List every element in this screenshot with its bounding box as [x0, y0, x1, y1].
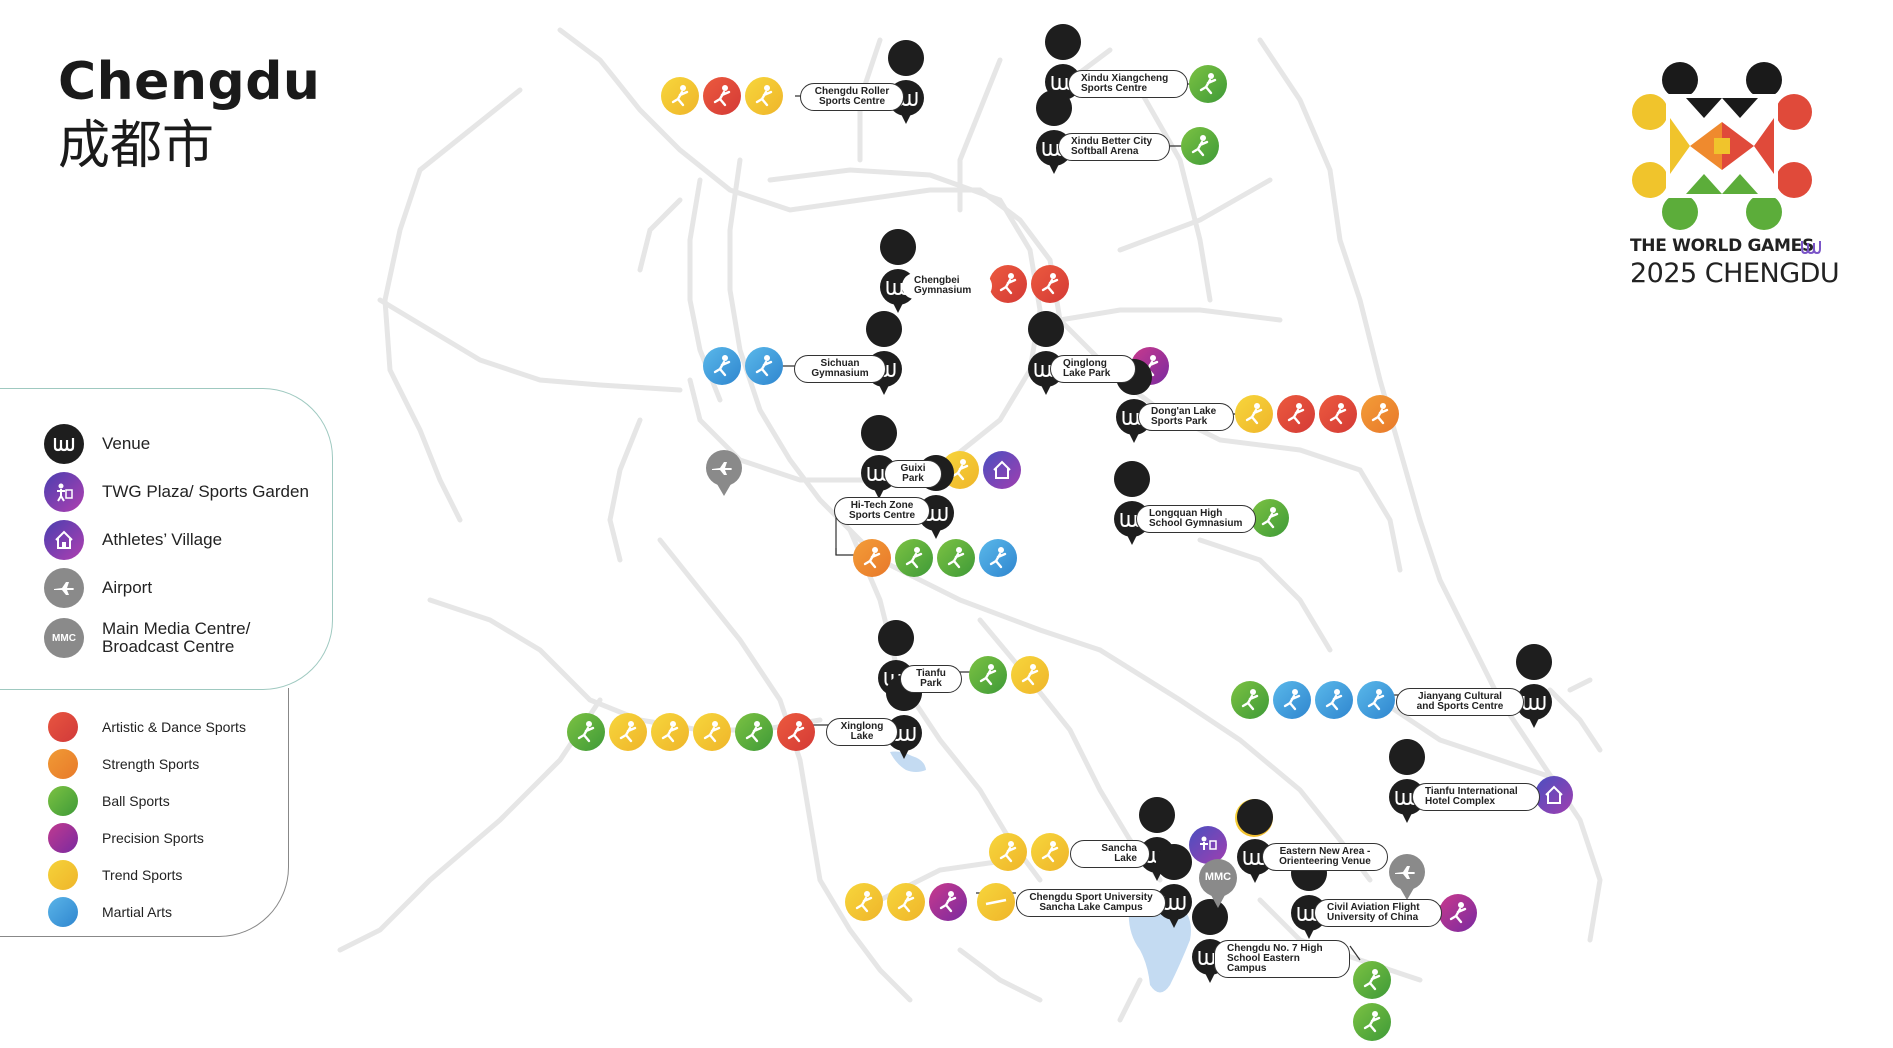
venue-label-tianfu-park[interactable]: Tianfu Park	[900, 665, 962, 693]
category-item: Ball Sports	[48, 786, 170, 816]
legend-item-airport: Airport	[44, 568, 152, 608]
logo-line1: THE WORLD GAMES	[1630, 236, 1814, 256]
venue-icon	[44, 424, 84, 464]
venue-label-chengbei[interactable]: Chengbei Gymnasium	[902, 273, 992, 299]
legend-label: Main Media Centre/ Broadcast Centre	[102, 619, 251, 656]
venue-label-chengdu-roller[interactable]: Chengdu Roller Sports Centre	[800, 83, 904, 111]
venue-label-eastern-new-area[interactable]: Eastern New Area - Orienteering Venue	[1262, 843, 1388, 871]
legend-item-mmc: MMC Main Media Centre/ Broadcast Centre	[44, 618, 250, 658]
venue-label-jianyang[interactable]: Jianyang Cultural and Sports Centre	[1396, 688, 1524, 716]
category-label: Artistic & Dance Sports	[102, 719, 246, 735]
category-item: Trend Sports	[48, 860, 182, 890]
legend-panel	[0, 388, 333, 690]
venue-label-sancha[interactable]: Sancha Lake	[1070, 840, 1150, 868]
venue-label-xindu-better-city[interactable]: Xindu Better City Softball Arena	[1058, 133, 1170, 161]
category-dot	[48, 749, 78, 779]
venue-label-qinglong[interactable]: Qinglong Lake Park	[1050, 355, 1136, 383]
category-dot	[48, 712, 78, 742]
venue-label-xindu-xiangcheng[interactable]: Xindu Xiangcheng Sports Centre	[1068, 70, 1188, 98]
venue-label-sport-university[interactable]: Chengdu Sport University Sancha Lake Cam…	[1016, 889, 1166, 917]
venue-label-civil-aviation[interactable]: Civil Aviation Flight University of Chin…	[1314, 899, 1442, 927]
category-label: Trend Sports	[102, 867, 183, 883]
house-icon	[44, 520, 84, 560]
category-dot	[48, 860, 78, 890]
venue-label-xinglong[interactable]: Xinglong Lake	[826, 718, 898, 746]
category-item: Precision Sports	[48, 823, 204, 853]
city-title-zh: 成都市	[58, 116, 215, 176]
category-item: Martial Arts	[48, 897, 172, 927]
category-dot	[48, 897, 78, 927]
venue-label-hitech[interactable]: Hi-Tech Zone Sports Centre	[834, 497, 930, 525]
venue-label-tianfu-hotel[interactable]: Tianfu International Hotel Complex	[1412, 783, 1540, 811]
legend-item-venue: Venue	[44, 424, 150, 464]
mmc-badge: MMC	[1204, 871, 1232, 883]
legend-label: TWG Plaza/ Sports Garden	[102, 482, 309, 501]
category-label: Ball Sports	[102, 793, 170, 809]
legend-item-plaza: TWG Plaza/ Sports Garden	[44, 472, 309, 512]
category-dot	[48, 786, 78, 816]
venue-label-sichuan[interactable]: Sichuan Gymnasium	[794, 355, 886, 383]
logo-line2: 2025 CHENGDU	[1630, 258, 1840, 289]
city-title-en: Chengdu	[58, 52, 321, 112]
legend-label: Airport	[102, 578, 153, 597]
legend-item-village: Athletes’ Village	[44, 520, 222, 560]
category-label: Strength Sports	[102, 756, 200, 772]
venue-label-longquan[interactable]: Longquan High School Gymnasium	[1136, 505, 1256, 533]
venue-label-no7-high-school[interactable]: Chengdu No. 7 High School Eastern Campus	[1214, 940, 1350, 978]
category-label: Precision Sports	[102, 830, 204, 846]
category-item: Strength Sports	[48, 749, 199, 779]
category-panel	[0, 688, 289, 937]
venue-label-dongan[interactable]: Dong'an Lake Sports Park	[1138, 403, 1234, 431]
world-games-logo	[1632, 62, 1812, 230]
category-label: Martial Arts	[102, 904, 173, 920]
airport-marker	[706, 450, 1425, 900]
venue-label-guixi[interactable]: Guixi Park	[884, 460, 942, 488]
mmc-marker	[1199, 859, 1237, 908]
category-item: Artistic & Dance Sports	[48, 712, 246, 742]
plaza-icon	[44, 472, 84, 512]
category-dot	[48, 823, 78, 853]
legend-label: Venue	[102, 434, 151, 453]
city-title: Chengdu 成都市	[58, 52, 320, 176]
legend-label: Athletes’ Village	[102, 530, 223, 549]
world-games-mark-icon	[1801, 241, 1821, 255]
mmc-icon: MMC	[44, 618, 84, 658]
airplane-icon	[44, 568, 84, 608]
